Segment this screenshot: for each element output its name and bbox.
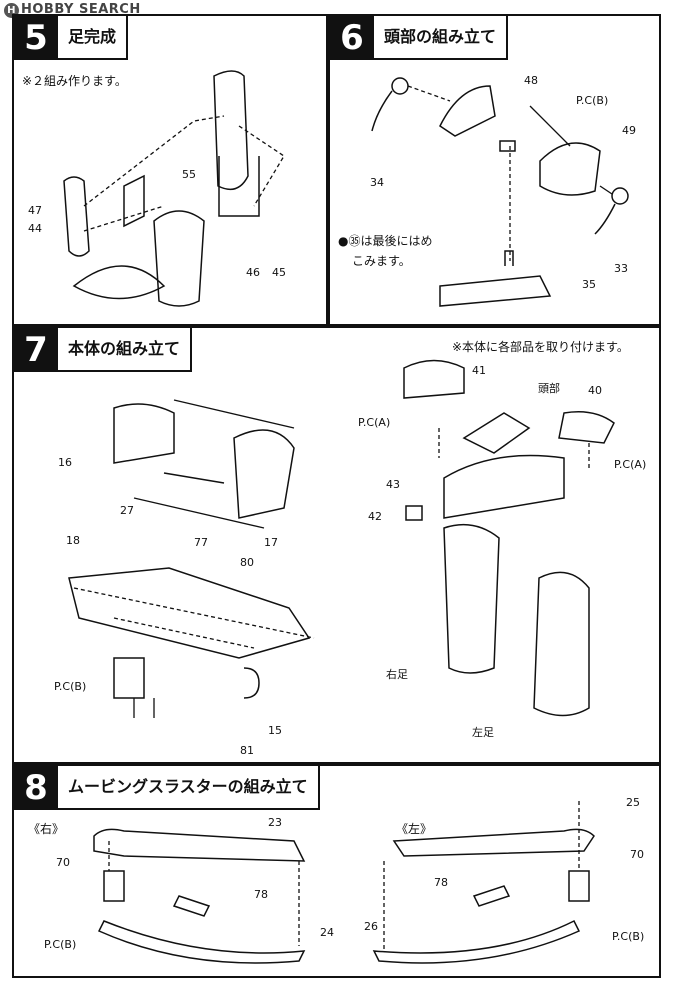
part-77: 77 bbox=[194, 536, 208, 549]
step-7-panel: 7 本体の組み立て ※本体に各部品を取り付けます。 bbox=[12, 326, 661, 764]
step-number: 7 bbox=[14, 328, 58, 372]
part-46: 46 bbox=[246, 266, 260, 279]
part-43: 43 bbox=[386, 478, 400, 491]
step-number: 8 bbox=[14, 766, 58, 810]
pc-a-label-right: P.C(A) bbox=[614, 458, 647, 471]
step-5-diagram bbox=[63, 70, 285, 307]
part-70-right: 70 bbox=[56, 856, 70, 869]
part-47: 47 bbox=[28, 204, 42, 217]
part-41: 41 bbox=[472, 364, 486, 377]
part-23: 23 bbox=[268, 816, 282, 829]
part-25: 25 bbox=[626, 796, 640, 809]
part-45: 45 bbox=[272, 266, 286, 279]
step-number: 5 bbox=[14, 16, 58, 60]
step-6-panel: 6 頭部の組み立て ●㉟は最後にはめ こみます。 48 49 34 33 35 … bbox=[328, 14, 661, 326]
step-number: 6 bbox=[330, 16, 374, 60]
step-8-panel: 8 ムービングスラスターの組み立て 《右》 《左》 23 70 78 24 25… bbox=[12, 764, 661, 978]
step-note: ※本体に各部品を取り付けます。 bbox=[452, 340, 629, 354]
part-shape bbox=[213, 70, 249, 191]
step-7-diagram bbox=[68, 359, 615, 718]
step-7-header: 7 本体の組み立て bbox=[14, 328, 193, 372]
part-26: 26 bbox=[364, 920, 378, 933]
step-6-header: 6 頭部の組み立て bbox=[330, 16, 509, 60]
step-6-diagram bbox=[371, 77, 629, 307]
right-leg-label: 右足 bbox=[386, 668, 408, 681]
part-48: 48 bbox=[524, 74, 538, 87]
pc-label: P.C(B) bbox=[576, 94, 609, 107]
pc-b-label-right: P.C(B) bbox=[44, 938, 77, 951]
step-title: 足完成 bbox=[58, 16, 129, 60]
right-side-label: 《右》 bbox=[28, 822, 65, 836]
part-40: 40 bbox=[588, 384, 602, 397]
part-42: 42 bbox=[368, 510, 382, 523]
watermark-text: HOBBY SEARCH bbox=[21, 2, 141, 17]
part-18: 18 bbox=[66, 534, 80, 547]
part-44: 44 bbox=[28, 222, 42, 235]
part-78-left: 78 bbox=[434, 876, 448, 889]
step-note-2: こみます。 bbox=[352, 254, 411, 268]
step-5-header: 5 足完成 bbox=[14, 16, 129, 60]
part-33: 33 bbox=[614, 262, 628, 275]
step-8-diagram bbox=[93, 801, 595, 964]
step-8-header: 8 ムービングスラスターの組み立て bbox=[14, 766, 320, 810]
part-80: 80 bbox=[240, 556, 254, 569]
pc-b-label: P.C(B) bbox=[54, 680, 87, 693]
pc-a-label-left: P.C(A) bbox=[358, 416, 391, 429]
step-title: ムービングスラスターの組み立て bbox=[58, 766, 320, 810]
head-label: 頭部 bbox=[538, 382, 560, 395]
part-70-left: 70 bbox=[630, 848, 644, 861]
part-55: 55 bbox=[182, 168, 196, 181]
part-17: 17 bbox=[264, 536, 278, 549]
step-title: 頭部の組み立て bbox=[374, 16, 509, 60]
step-5-panel: 5 足完成 ※２組み作ります。 55 47 44 46 45 bbox=[12, 14, 328, 326]
part-35: 35 bbox=[582, 278, 596, 291]
part-16: 16 bbox=[58, 456, 72, 469]
step-note-1: ●㉟は最後にはめ bbox=[338, 234, 433, 248]
part-34: 34 bbox=[370, 176, 384, 189]
part-24: 24 bbox=[320, 926, 334, 939]
pc-b-label-left: P.C(B) bbox=[612, 930, 645, 943]
part-15: 15 bbox=[268, 724, 282, 737]
part-78-right: 78 bbox=[254, 888, 268, 901]
step-note: ※２組み作ります。 bbox=[22, 74, 127, 88]
left-side-label: 《左》 bbox=[396, 822, 433, 836]
part-81: 81 bbox=[240, 744, 254, 757]
part-27: 27 bbox=[120, 504, 134, 517]
step-title: 本体の組み立て bbox=[58, 328, 193, 372]
part-49: 49 bbox=[622, 124, 636, 137]
left-leg-label: 左足 bbox=[472, 726, 494, 739]
